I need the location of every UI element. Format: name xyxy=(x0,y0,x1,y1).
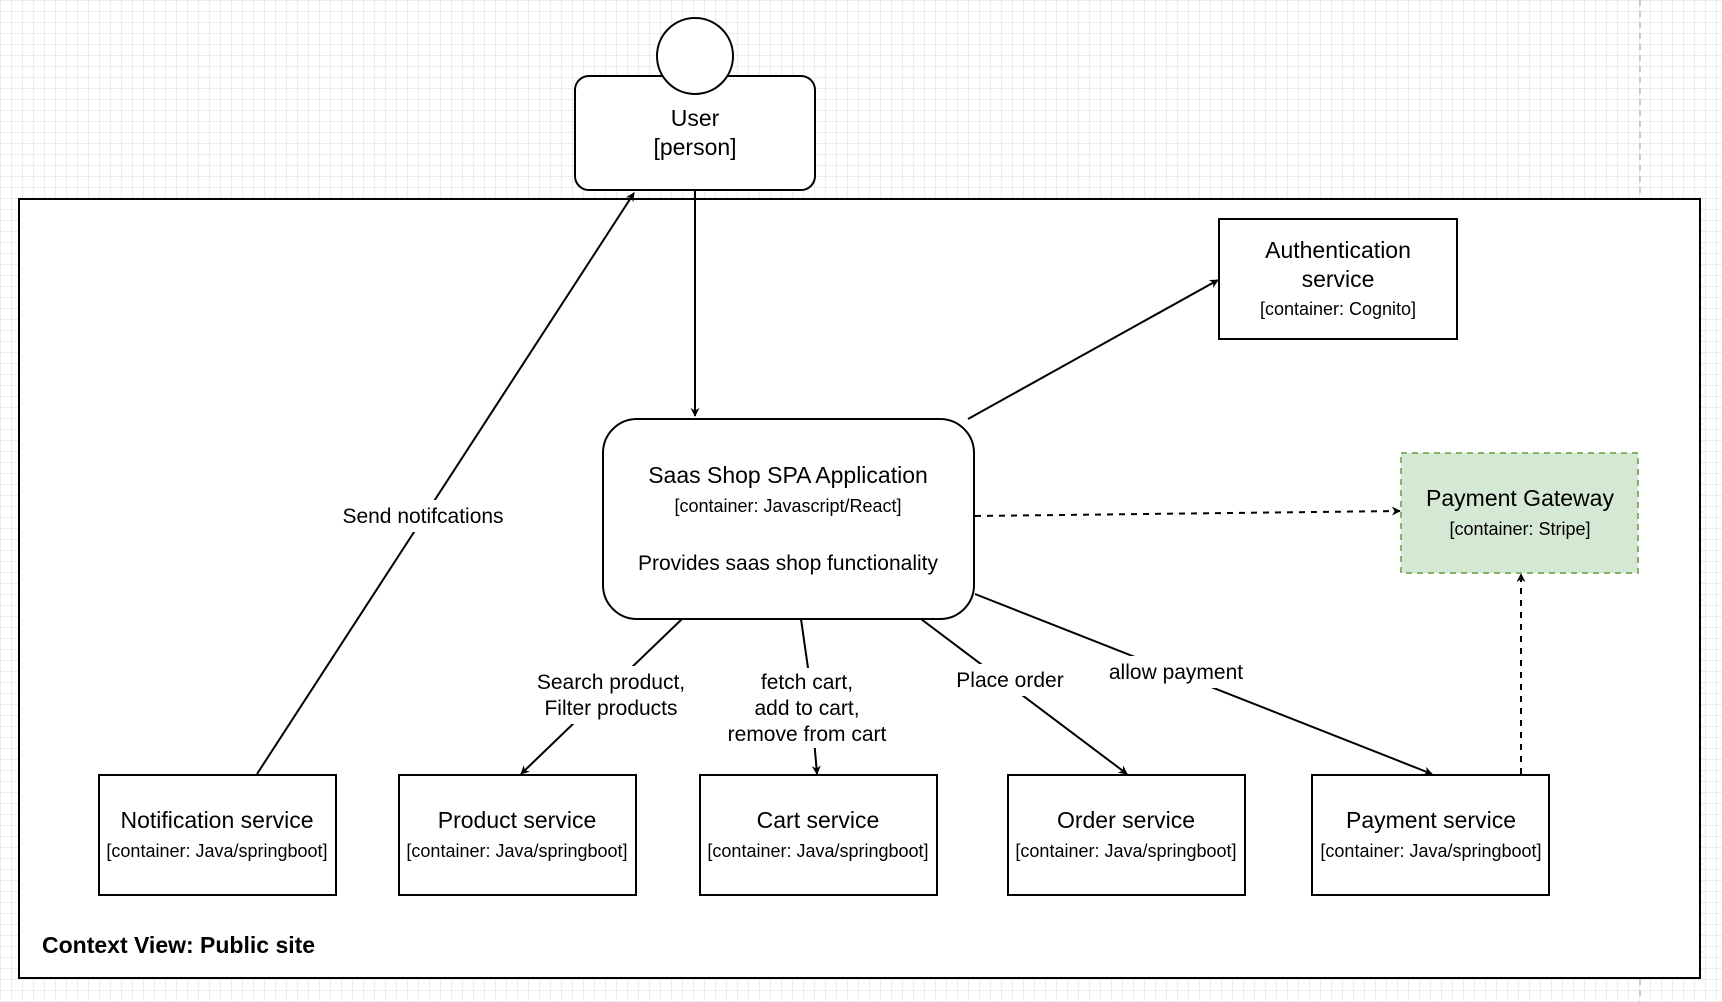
edge-spa-auth[interactable] xyxy=(967,279,1219,420)
node-spa[interactable]: Saas Shop SPA Application [container: Ja… xyxy=(602,418,975,620)
node-notification[interactable]: Notification service [container: Java/sp… xyxy=(98,774,337,896)
edge-label-notify: Send notifcations xyxy=(342,505,503,528)
node-payment-title: Payment service xyxy=(1346,807,1516,833)
node-product-title: Product service xyxy=(438,807,597,833)
node-notification-sub: [container: Java/springboot] xyxy=(106,841,327,861)
edge-label-cart-3: remove from cart xyxy=(728,723,887,746)
edge-label-payment: allow payment xyxy=(1109,661,1243,684)
node-order-sub: [container: Java/springboot] xyxy=(1015,841,1236,861)
node-spa-sub: [container: Javascript/React] xyxy=(674,496,901,516)
node-user-sub: [person] xyxy=(653,134,736,160)
frame-title: Context View: Public site xyxy=(42,932,315,958)
node-payment-sub: [container: Java/springboot] xyxy=(1320,841,1541,861)
edge-label-order: Place order xyxy=(956,669,1063,692)
node-auth-title-1: Authentication xyxy=(1265,237,1411,263)
edge-spa-order[interactable] xyxy=(920,618,1128,775)
edge-label-cart-1: fetch cart, xyxy=(761,671,853,694)
node-order[interactable]: Order service [container: Java/springboo… xyxy=(1007,774,1246,896)
edge-label-cart-2: add to cart, xyxy=(754,697,859,720)
node-spa-title: Saas Shop SPA Application xyxy=(648,462,928,488)
edge-label-search-2: Filter products xyxy=(544,697,677,720)
node-auth-title-2: service xyxy=(1302,266,1375,292)
node-payment[interactable]: Payment service [container: Java/springb… xyxy=(1311,774,1550,896)
node-cart-sub: [container: Java/springboot] xyxy=(707,841,928,861)
node-order-title: Order service xyxy=(1057,807,1195,833)
node-gateway-title: Payment Gateway xyxy=(1426,485,1614,511)
edge-label-search-1: Search product, xyxy=(537,671,685,694)
node-auth[interactable]: Authentication service [container: Cogni… xyxy=(1218,218,1458,340)
node-notification-title: Notification service xyxy=(120,807,313,833)
edge-notify-user[interactable] xyxy=(256,192,635,775)
node-gateway[interactable]: Payment Gateway [container: Stripe] xyxy=(1400,452,1639,574)
node-user[interactable]: User [person] xyxy=(574,17,816,191)
node-product[interactable]: Product service [container: Java/springb… xyxy=(398,774,637,896)
node-product-sub: [container: Java/springboot] xyxy=(406,841,627,861)
node-cart[interactable]: Cart service [container: Java/springboot… xyxy=(699,774,938,896)
node-cart-title: Cart service xyxy=(757,807,880,833)
node-auth-sub: [container: Cognito] xyxy=(1260,299,1416,319)
person-icon xyxy=(656,17,734,95)
node-gateway-sub: [container: Stripe] xyxy=(1449,519,1590,539)
node-spa-desc: Provides saas shop functionality xyxy=(638,552,938,575)
node-user-title: User xyxy=(671,105,720,131)
